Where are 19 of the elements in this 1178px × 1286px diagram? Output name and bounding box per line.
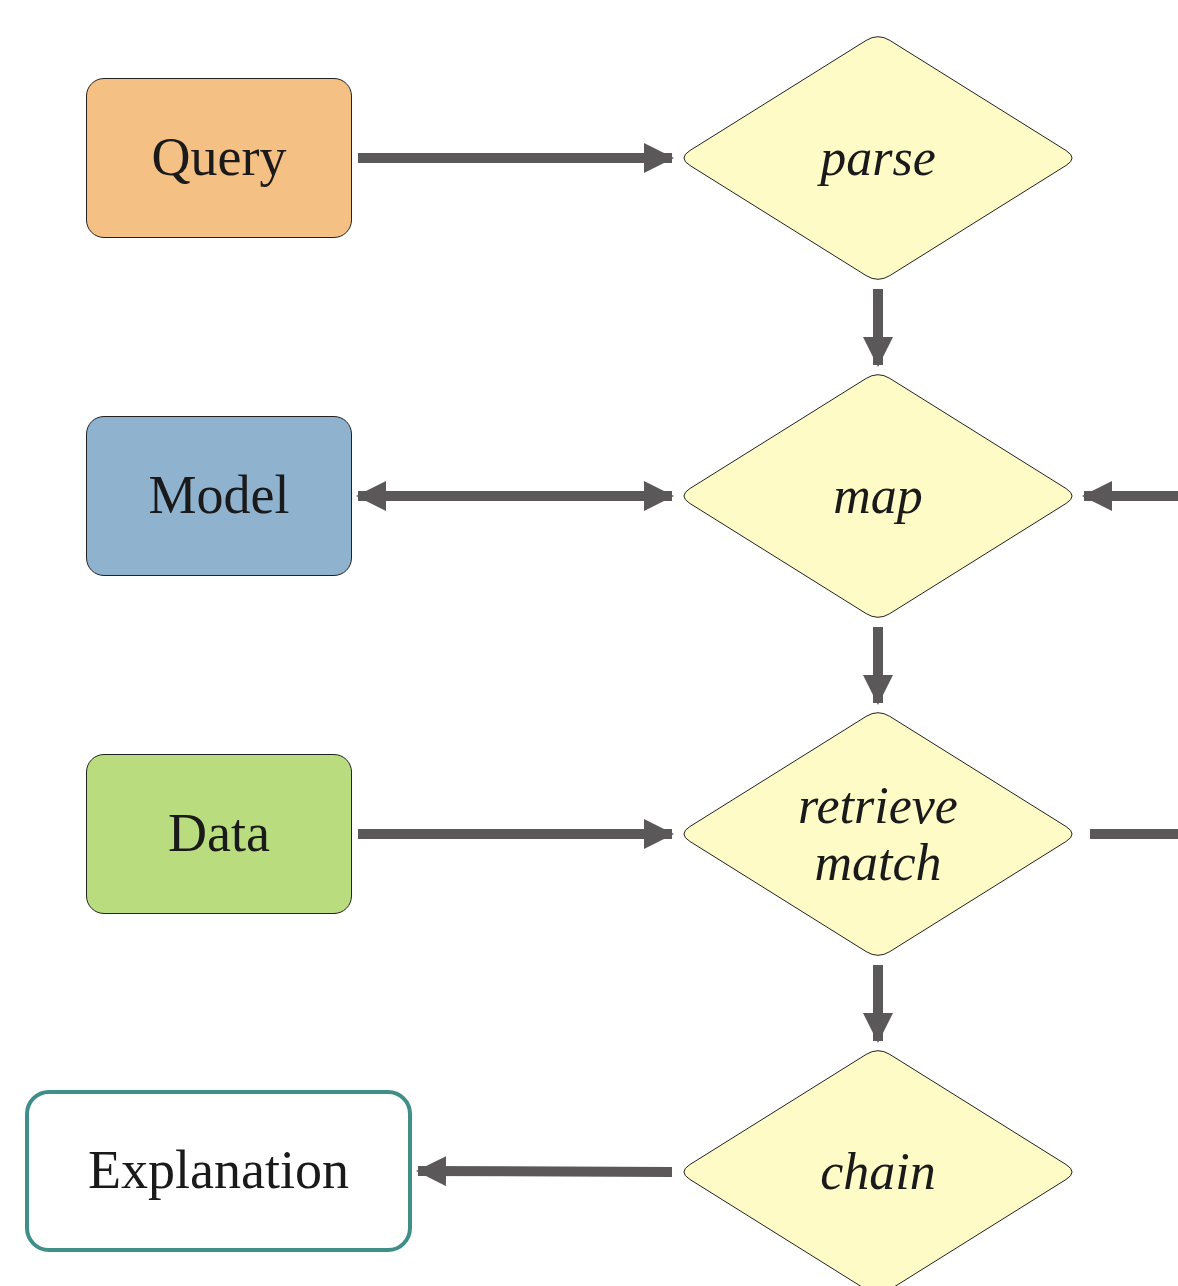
input-box (86, 78, 352, 238)
node-label: map (833, 467, 923, 525)
node-label: Data (168, 804, 270, 864)
node-label: retrieve match (797, 776, 959, 892)
arrow (356, 481, 674, 511)
node-label: Query (151, 128, 287, 188)
input-box (86, 416, 352, 576)
arrow (416, 1156, 672, 1187)
arrow (1082, 481, 1178, 511)
arrow (358, 143, 674, 173)
output-box (25, 1090, 412, 1252)
arrow (863, 289, 893, 367)
node-label: Explanation (88, 1141, 349, 1201)
node-label: chain (820, 1143, 936, 1201)
arrow (863, 627, 893, 705)
arrow (863, 965, 893, 1043)
arrow (358, 819, 674, 849)
node-label: Model (148, 466, 290, 526)
input-box (86, 754, 352, 914)
